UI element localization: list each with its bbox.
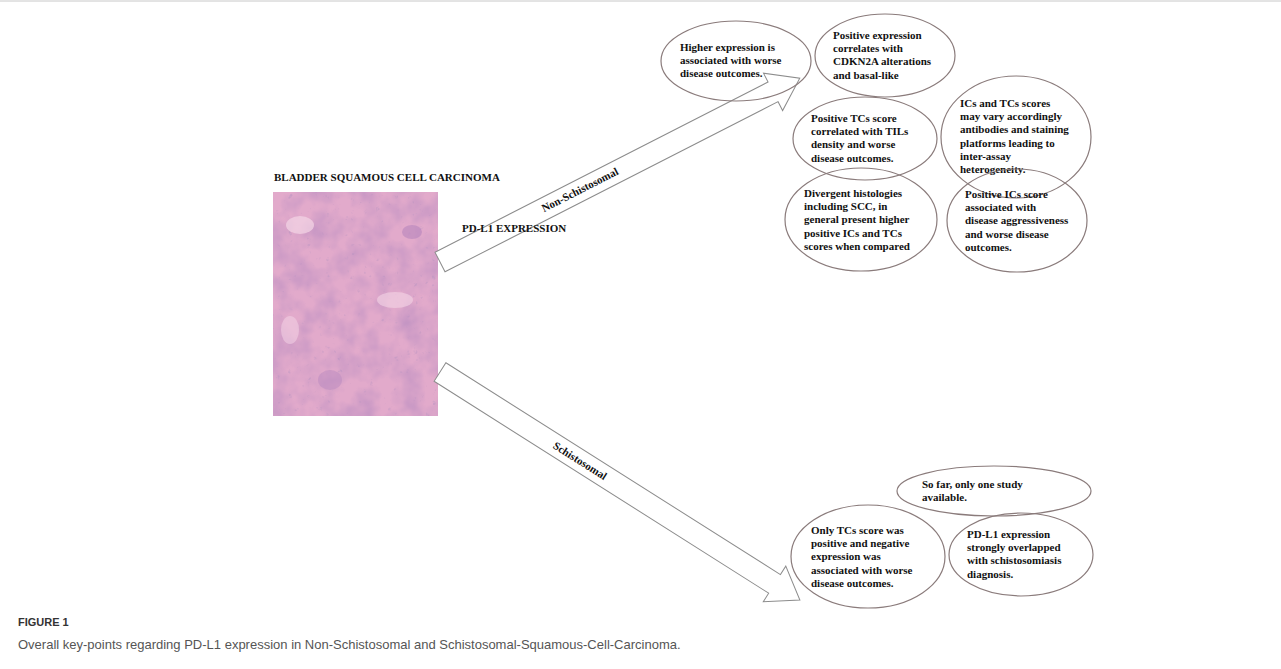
block-arrow — [429, 354, 811, 617]
ellipse-shape — [947, 169, 1087, 272]
ellipse-shape — [897, 466, 1091, 516]
key-point-ellipse: Higher expression is associated with wor… — [660, 20, 812, 102]
diagram-label: FIGURE 1 — [18, 616, 69, 628]
block-arrow — [430, 60, 809, 281]
key-point-ellipse: Positive expression correlates with CDKN… — [814, 13, 956, 98]
key-point-text: Divergent histologies including SCC, in … — [804, 187, 918, 253]
key-point-text: Positive ICs score associated with disea… — [965, 188, 1070, 254]
diagram-label: BLADDER SQUAMOUS CELL CARCINOMA — [274, 171, 500, 183]
key-point-ellipse: PD-L1 expression strongly overlapped wit… — [948, 512, 1094, 597]
ellipse-shape — [661, 21, 811, 101]
ellipse-outline — [896, 465, 1092, 517]
key-point-text: Positive TCs score correlated with TILs … — [811, 112, 919, 165]
ellipse-shape — [941, 76, 1091, 198]
ellipse-shape — [791, 505, 945, 608]
key-point-text: ICs and TCs scores may vary accordingly … — [960, 97, 1072, 176]
key-point-text: So far, only one study available. — [922, 478, 1067, 504]
histology-image — [273, 192, 438, 416]
key-point-text: Only TCs score was positive and negative… — [811, 524, 926, 590]
key-point-ellipse: Divergent histologies including SCC, in … — [784, 167, 938, 272]
ellipse-shape — [815, 14, 955, 97]
key-point-ellipse: Only TCs score was positive and negative… — [790, 504, 946, 609]
key-point-ellipse: Positive ICs score associated with disea… — [946, 168, 1088, 273]
ellipse-shape — [785, 168, 937, 271]
key-point-text: Positive expression correlates with CDKN… — [833, 29, 938, 82]
top-rule — [0, 1, 1281, 2]
ellipse-shape — [949, 513, 1093, 596]
key-point-ellipse: ICs and TCs scores may vary accordingly … — [940, 75, 1092, 199]
diagram-label: PD-L1 EXPRESSION — [462, 222, 566, 234]
key-point-text: Higher expression is associated with wor… — [680, 41, 792, 81]
arrow-label: Non-Schistosomal — [540, 166, 620, 214]
figure-caption: Overall key-points regarding PD-L1 expre… — [18, 637, 681, 652]
key-point-ellipse: So far, only one study available. — [896, 465, 1092, 517]
key-point-text: PD-L1 expression strongly overlapped wit… — [967, 528, 1075, 581]
